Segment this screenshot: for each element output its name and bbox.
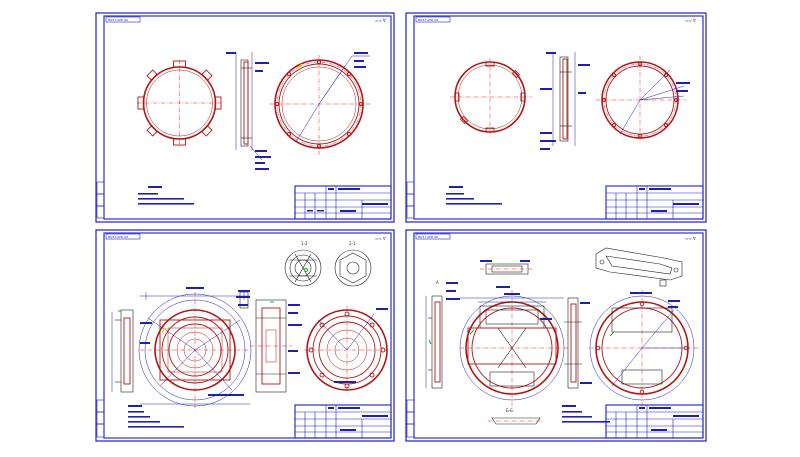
sheet-stamp-text: ВОЗ ГАПР-00: [418, 18, 438, 22]
bracket-isometric-view: [595, 247, 683, 287]
title-block: [605, 404, 704, 439]
detail-view-1-2: 1-2: [284, 241, 322, 287]
ring-side-section: [226, 52, 271, 170]
drawing-sheet-3[interactable]: ВОЗ ГАПР-00 ≈≈ ∇ 1-2 2-1: [95, 229, 395, 442]
flange-detail-top: [480, 260, 534, 275]
section-label-b-b: Б-Б: [506, 408, 513, 413]
sheet-corner-mark: ≈≈ ∇: [375, 18, 386, 23]
sheet-stamp-box: [415, 233, 451, 240]
sheet-margin-strip: [96, 181, 105, 219]
sheet-stamp-text: ВОЗ ГАПР-00: [108, 235, 128, 239]
sheet-inner-frame: [103, 15, 392, 220]
sheet-inner-frame: [413, 232, 704, 439]
drawing-sheet-1[interactable]: ВОЗ ГАПР-00 ≈≈ ∇: [95, 12, 395, 223]
bolt-holes: [274, 59, 364, 149]
technical-notes: [138, 186, 194, 205]
detail-label-2-1: 2-1: [349, 241, 356, 246]
sheet-corner-mark: ≈≈ ∇: [685, 236, 696, 241]
title-block: [605, 185, 704, 220]
body-front-view: [459, 286, 568, 408]
ring-side-section: [540, 52, 590, 150]
sheet-margin-strip: [406, 399, 415, 438]
detail-label-1-2: 1-2: [301, 241, 308, 246]
sheet-stamp-box: [105, 233, 141, 240]
technical-notes: [562, 405, 610, 423]
ring-front-view: [137, 60, 222, 148]
assembly-main-view: [138, 287, 252, 410]
sheet-margin-strip: [406, 181, 415, 219]
view-label-a: А: [436, 280, 439, 285]
sheet-corner-mark: ≈≈ ∇: [685, 18, 696, 23]
title-block: [294, 404, 392, 439]
drawing-sheet-2[interactable]: ВОЗ ГАПР-00 ≈≈ ∇: [405, 12, 707, 223]
detail-view-2-1: 2-1: [334, 241, 372, 287]
sheet-outer-frame: [405, 12, 707, 223]
technical-notes: [128, 405, 184, 428]
drawing-sheet-4[interactable]: ВОЗ ГАПР-00 ≈≈ ∇ А: [405, 229, 707, 442]
body-section-view: [564, 297, 592, 389]
technical-notes: [446, 186, 502, 205]
sheet-stamp-text: ВОЗ ГАПР-00: [418, 235, 438, 239]
housing-side-view: [111, 309, 134, 393]
sheet-inner-frame: [413, 15, 704, 220]
ring-plan-view: [596, 56, 690, 144]
sheet-stamp-text: ВОЗ ГАПР-00: [108, 18, 128, 22]
sheet-inner-frame: [103, 232, 392, 439]
sheet-stamp-box: [105, 16, 141, 23]
assembly-plan-view: [304, 306, 390, 394]
assembly-section-view: [238, 290, 302, 393]
body-side-view: А: [425, 280, 460, 389]
ring-plan-view: [270, 52, 370, 155]
ring-front-view: [450, 58, 532, 138]
section-b-b-view: Б-Б: [488, 408, 544, 425]
body-plan-view: [589, 290, 700, 406]
title-block: [294, 185, 392, 220]
sheet-corner-mark: ≈≈ ∇: [375, 236, 386, 241]
sheet-outer-frame: [95, 12, 395, 223]
sheet-margin-strip: [96, 399, 105, 438]
sheet-stamp-box: [415, 16, 451, 23]
sheet-outer-frame: [95, 229, 395, 442]
